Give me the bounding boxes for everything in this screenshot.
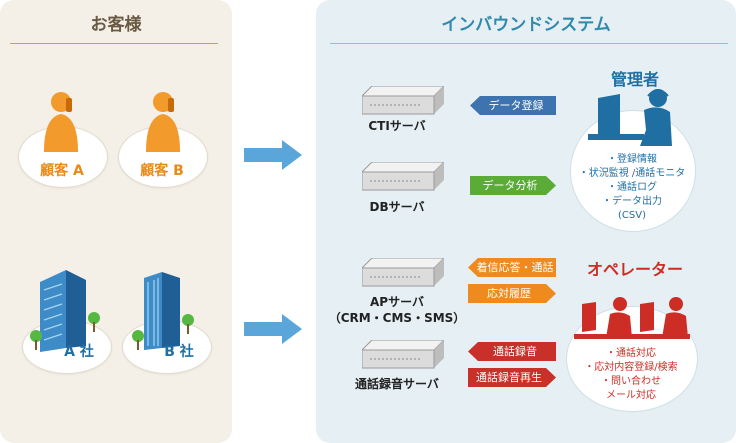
operator-item: ・問い合わせ (601, 376, 661, 387)
customer-person-icon (44, 92, 78, 152)
incoming-call-arrow: 着信応答・通話 (468, 258, 556, 277)
ap-server-label: APサーバ (370, 295, 424, 309)
manager-workstation-icon (588, 89, 672, 146)
office-building-icon (30, 270, 100, 352)
operator-workstation-icon (574, 297, 690, 339)
cti-server-icon (362, 86, 444, 115)
customer-b-label: 顧客 B (140, 163, 184, 179)
recording-server-icon (362, 340, 444, 369)
ap-server-sublabel: （CRM・CMS・SMS） (328, 311, 466, 325)
db-server-label: DBサーバ (369, 200, 425, 214)
manager-item: ・登録情報 (607, 154, 657, 165)
cti-server-label: CTIサーバ (368, 119, 426, 133)
customer-panel-title: お客様 (90, 15, 142, 35)
system-title-divider (330, 43, 728, 44)
call-history-arrow: 応対履歴 (468, 284, 556, 303)
manager-item: ・状況監視 /通話モニタ (578, 168, 686, 179)
manager-item: ・データ出力 (602, 196, 662, 207)
company-a-label: A 社 (64, 344, 94, 360)
data-register-arrow: データ登録 (470, 96, 556, 115)
customer-person-icon (146, 92, 180, 152)
manager-title: 管理者 (610, 70, 659, 89)
customer-panel (0, 0, 232, 443)
ap-server-icon (362, 258, 444, 287)
operator-item: ・通話対応 (606, 348, 656, 359)
recording-playback-arrow: 通話録音再生 (468, 368, 556, 387)
recording-server-label: 通話録音サーバ (355, 377, 439, 391)
company-b-label: B 社 (164, 344, 194, 360)
manager-item: ・通話ログ (607, 182, 657, 193)
operator-item: ・応対内容登録/検索 (584, 362, 678, 373)
db-server-icon (362, 162, 444, 191)
operator-title: オペレーター (586, 260, 683, 279)
office-building-icon (132, 272, 194, 350)
operator-item: メール対応 (606, 390, 656, 401)
flow-arrow-icon (244, 140, 302, 170)
customer-title-divider (10, 43, 218, 44)
call-recording-arrow: 通話録音 (468, 342, 556, 361)
system-panel-title: インバウンドシステム (441, 15, 611, 35)
manager-item: (CSV) (618, 210, 646, 221)
data-analysis-arrow: データ分析 (470, 176, 556, 195)
customer-a-label: 顧客 A (40, 163, 84, 179)
manager-ellipse (570, 110, 696, 232)
flow-arrow-icon (244, 314, 302, 344)
